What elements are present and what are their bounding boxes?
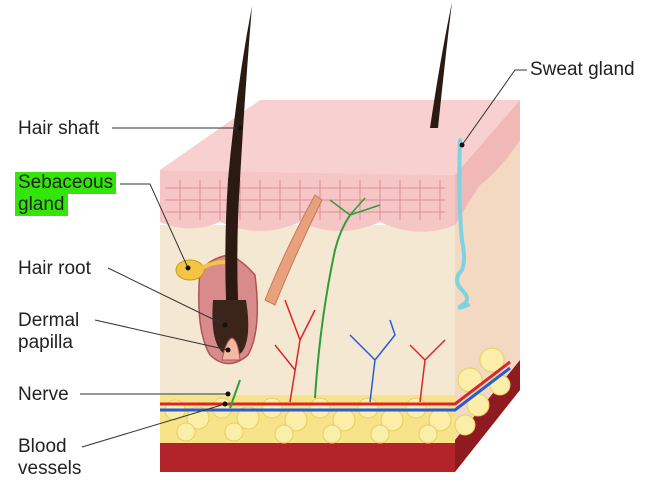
- capillaries: [274, 299, 446, 403]
- label-sebaceous-line2: gland: [15, 194, 68, 216]
- hair-root-bulb: [212, 300, 249, 357]
- nerve-branches: [329, 197, 381, 216]
- sweat-duct: [455, 138, 470, 310]
- label-nerve: Nerve: [18, 384, 69, 405]
- leader-dots: [185, 125, 465, 407]
- muscle-layer: [160, 440, 455, 472]
- label-blood-line2: vessels: [18, 458, 82, 479]
- artery: [160, 360, 511, 406]
- label-blood-line1: Blood: [18, 436, 67, 457]
- epidermis-top: [160, 100, 520, 175]
- epidermal-cells: [165, 180, 445, 220]
- sebaceous-gland-shape: [175, 259, 205, 281]
- label-sebaceous-line1: Sebaceous: [15, 172, 117, 194]
- vein: [160, 366, 511, 412]
- nerve-fiber: [229, 214, 351, 409]
- hair-shaft-2: [430, 2, 452, 128]
- hair-shaft: [225, 6, 252, 300]
- label-dermal-papilla: Dermal papilla: [18, 310, 79, 354]
- label-hair-root: Hair root: [18, 258, 91, 279]
- label-sweat-gland: Sweat gland: [530, 59, 635, 80]
- label-sebaceous-gland: Sebaceous gland: [15, 172, 117, 216]
- leader-lines: [80, 69, 527, 448]
- label-blood-vessels: Blood vessels: [18, 436, 81, 480]
- sebaceous-duct: [200, 260, 226, 270]
- epidermis-side: [455, 100, 520, 225]
- arrector-pili: [264, 194, 323, 306]
- label-hair-shaft: Hair shaft: [18, 118, 100, 139]
- label-dermal-line2: papilla: [18, 332, 73, 353]
- label-dermal-line1: Dermal: [18, 310, 80, 331]
